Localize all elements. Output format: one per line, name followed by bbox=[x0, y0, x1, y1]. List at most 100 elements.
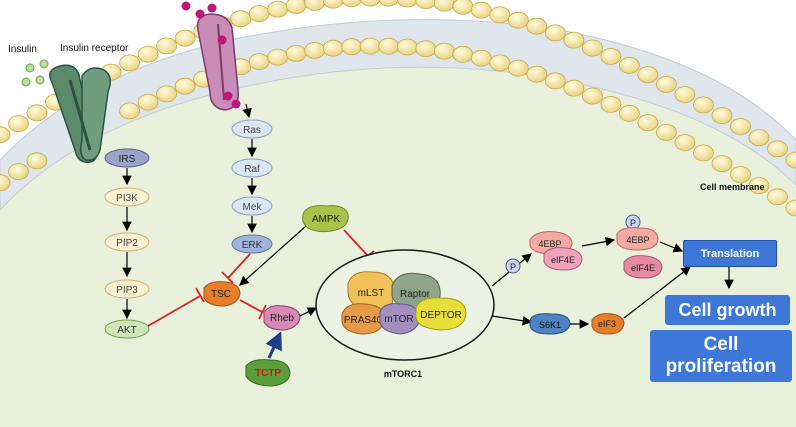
lipid-head bbox=[378, 37, 400, 55]
lipid-head bbox=[785, 151, 796, 169]
lipid-head bbox=[674, 134, 696, 151]
lipid-head bbox=[26, 104, 48, 122]
deptor-label: DEPTOR bbox=[420, 310, 462, 321]
lipid-head bbox=[415, 0, 437, 10]
lipid-head bbox=[637, 66, 659, 83]
ras-node: Ras bbox=[243, 125, 261, 136]
phospho-marker-2: P bbox=[630, 218, 636, 228]
lipid-head bbox=[285, 45, 307, 62]
lipid-head bbox=[322, 39, 344, 57]
lipid-head bbox=[415, 40, 437, 58]
lipid-head bbox=[619, 104, 640, 122]
s6k1-label: S6K1 bbox=[539, 320, 561, 330]
lipid-head bbox=[785, 199, 796, 217]
lipid-head bbox=[452, 0, 474, 15]
lipid-head bbox=[0, 174, 11, 192]
tsc-label: TSC bbox=[211, 289, 231, 300]
lipid-head bbox=[396, 38, 418, 56]
lipid-head bbox=[396, 0, 418, 8]
raptor-label: Raptor bbox=[400, 289, 431, 300]
lipid-head bbox=[563, 31, 585, 49]
lipid-head bbox=[119, 54, 141, 72]
eif4e-free-label: eIF4E bbox=[631, 263, 655, 273]
lipid-head bbox=[26, 152, 48, 170]
pip2-node: PIP2 bbox=[116, 238, 138, 249]
lipid-head bbox=[674, 86, 696, 103]
lipid-head bbox=[304, 0, 326, 11]
lipid-head bbox=[637, 114, 659, 131]
lipid-head bbox=[693, 96, 714, 114]
lipid-head bbox=[341, 38, 363, 56]
lipid-head bbox=[656, 76, 677, 93]
regulation-edges bbox=[147, 225, 375, 359]
lipid-head bbox=[507, 11, 529, 29]
lipid-head bbox=[489, 6, 511, 24]
lipid-head bbox=[619, 56, 640, 74]
insulin-label: Insulin bbox=[8, 44, 37, 55]
lipid-head bbox=[341, 0, 362, 8]
lipid-head bbox=[656, 123, 677, 141]
eif4e-bound-label: eIF4E bbox=[551, 255, 575, 265]
lipid-head bbox=[267, 0, 289, 18]
translation-box: Translation bbox=[683, 240, 777, 267]
lipid-head bbox=[433, 42, 455, 60]
lipid-head bbox=[582, 87, 603, 105]
erk-node: ERK bbox=[242, 240, 263, 251]
pi3k-node: PI3K bbox=[116, 193, 138, 204]
lipid-head bbox=[489, 54, 511, 72]
lipid-head bbox=[526, 17, 548, 35]
mlst-label: mLST bbox=[358, 288, 385, 299]
lipid-head bbox=[730, 166, 751, 183]
lipid-head bbox=[767, 140, 788, 158]
4ebp-bound-label: 4EBP bbox=[538, 239, 561, 249]
lipid-head bbox=[730, 118, 751, 135]
mapk-pathway: Ras Raf Mek ERK bbox=[231, 103, 273, 254]
lipid-head bbox=[137, 45, 159, 63]
tctp-shape: TCTP bbox=[245, 359, 291, 387]
lipid-head bbox=[248, 53, 270, 70]
growth-factor-receptor bbox=[181, 1, 241, 111]
lipid-head bbox=[285, 0, 307, 14]
lipid-head bbox=[711, 155, 733, 173]
tsc-shape: TSC bbox=[203, 281, 241, 307]
lipid-head bbox=[359, 37, 381, 55]
insulin-receptor-label: Insulin receptor bbox=[60, 43, 129, 54]
rheb-shape: Rheb bbox=[263, 305, 301, 331]
lipid-head bbox=[156, 37, 178, 55]
cell-proliferation-box: Cell proliferation bbox=[650, 330, 792, 382]
cell-growth-label: Cell growth bbox=[678, 299, 777, 320]
ampk-label: AMPK bbox=[312, 214, 341, 225]
mtor-label: mTOR bbox=[384, 314, 413, 325]
lipid-head bbox=[600, 96, 622, 113]
lipid-head bbox=[248, 5, 270, 23]
downstream-signaling: P 4EBP eIF4E P 4EBP eIF4E S6K1 eIF3 bbox=[491, 214, 734, 335]
pras40-label: PRAS40 bbox=[344, 315, 383, 326]
translation-label: Translation bbox=[700, 247, 760, 260]
lipid-head bbox=[360, 0, 381, 7]
lipid-head bbox=[526, 65, 548, 83]
lipid-head bbox=[322, 0, 344, 9]
phospho-marker: P bbox=[510, 262, 516, 272]
eif3-label: eIF3 bbox=[598, 319, 616, 329]
lipid-head bbox=[156, 85, 178, 103]
insulin-molecules bbox=[21, 59, 49, 87]
insulin-receptor bbox=[49, 64, 111, 163]
cell-proliferation-line1: Cell bbox=[703, 334, 739, 355]
lipid-head bbox=[230, 10, 252, 28]
lipid-head bbox=[433, 0, 455, 12]
rheb-label: Rheb bbox=[270, 313, 294, 324]
lipid-head bbox=[711, 107, 733, 124]
lipid-head bbox=[600, 48, 622, 65]
mtorc1-complex: mLST Raptor PRAS40 mTOR DEPTOR mTORC1 bbox=[315, 249, 495, 379]
lipid-head bbox=[174, 29, 196, 47]
lipid-head bbox=[304, 42, 326, 59]
lipid-head bbox=[267, 48, 289, 66]
lipid-head bbox=[119, 102, 141, 120]
4ebp-free-label: 4EBP bbox=[626, 235, 649, 245]
raf-node: Raf bbox=[244, 164, 260, 175]
cell-proliferation-line2: proliferation bbox=[665, 356, 777, 377]
lipid-head bbox=[544, 24, 566, 42]
cell-membrane-label: Cell membrane bbox=[700, 182, 765, 192]
